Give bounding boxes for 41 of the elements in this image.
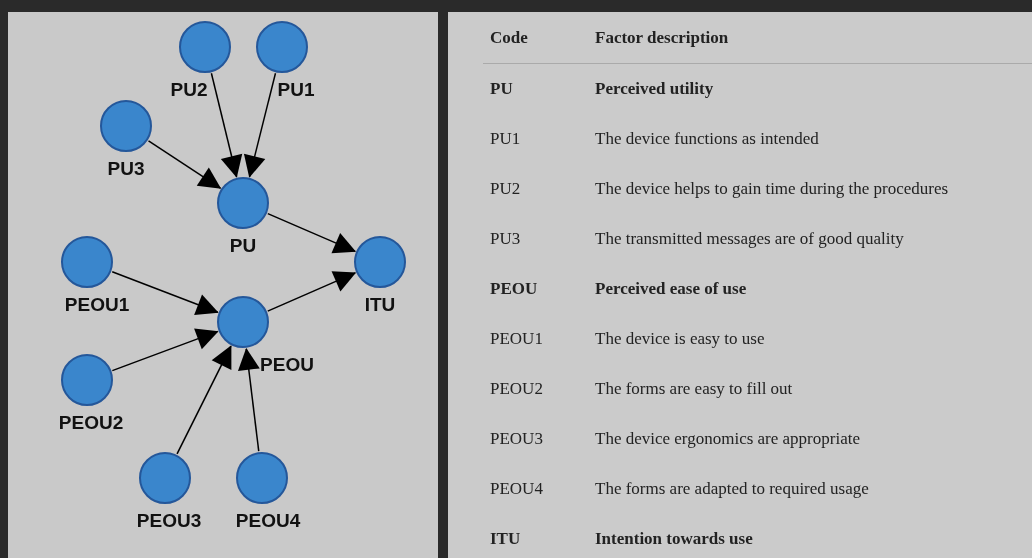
table-cell: The device ergonomics are appropriate bbox=[595, 428, 860, 450]
table-cell: The device is easy to use bbox=[595, 328, 765, 350]
table-cell: PEOU3 bbox=[490, 428, 543, 450]
arrow bbox=[111, 270, 219, 316]
node-label: PU3 bbox=[106, 158, 146, 180]
table-cell: ITU bbox=[490, 528, 521, 550]
node-label: PU2 bbox=[169, 79, 209, 101]
node-label: PEOU1 bbox=[63, 294, 131, 316]
table-cell: PEOU4 bbox=[490, 478, 543, 500]
node-label: PU1 bbox=[276, 79, 316, 101]
table-cell: PU3 bbox=[490, 228, 521, 250]
arrow bbox=[243, 72, 277, 178]
arrow bbox=[176, 345, 232, 455]
table-cell: Intention towards use bbox=[595, 528, 753, 550]
node-label: PEOU4 bbox=[234, 510, 302, 532]
table-cell: PU2 bbox=[490, 178, 521, 200]
node-label: PU bbox=[228, 235, 258, 257]
table-cell: PU1 bbox=[490, 128, 521, 150]
table-cell: The device helps to gain time during the procedures bbox=[595, 178, 949, 200]
arrow bbox=[210, 72, 243, 178]
table-cell: The device functions as intended bbox=[595, 128, 819, 150]
node-label: PEOU3 bbox=[135, 510, 203, 532]
table-cell: PEOU2 bbox=[490, 378, 543, 400]
table-cell: PU bbox=[490, 78, 513, 100]
table-cell: Perceived ease of use bbox=[595, 278, 747, 300]
node-label: PEOU bbox=[259, 354, 315, 376]
table-cell: PEOU bbox=[490, 278, 538, 300]
table-cell: PEOU1 bbox=[490, 328, 543, 350]
table-cell: The forms are easy to fill out bbox=[595, 378, 793, 400]
node-label: PEOU2 bbox=[57, 412, 125, 434]
node-label: ITU bbox=[363, 294, 397, 316]
arrow bbox=[267, 271, 357, 312]
arrow bbox=[237, 347, 260, 452]
arrow bbox=[111, 328, 219, 372]
table-cell: Perceived utility bbox=[595, 78, 714, 100]
table-header: Code bbox=[490, 27, 528, 49]
arrow bbox=[147, 140, 222, 189]
table-cell: The forms are adapted to required usage bbox=[595, 478, 869, 500]
table-cell: The transmitted messages are of good quality bbox=[595, 228, 904, 250]
table-header: Factor description bbox=[595, 27, 729, 49]
arrow bbox=[267, 212, 356, 254]
